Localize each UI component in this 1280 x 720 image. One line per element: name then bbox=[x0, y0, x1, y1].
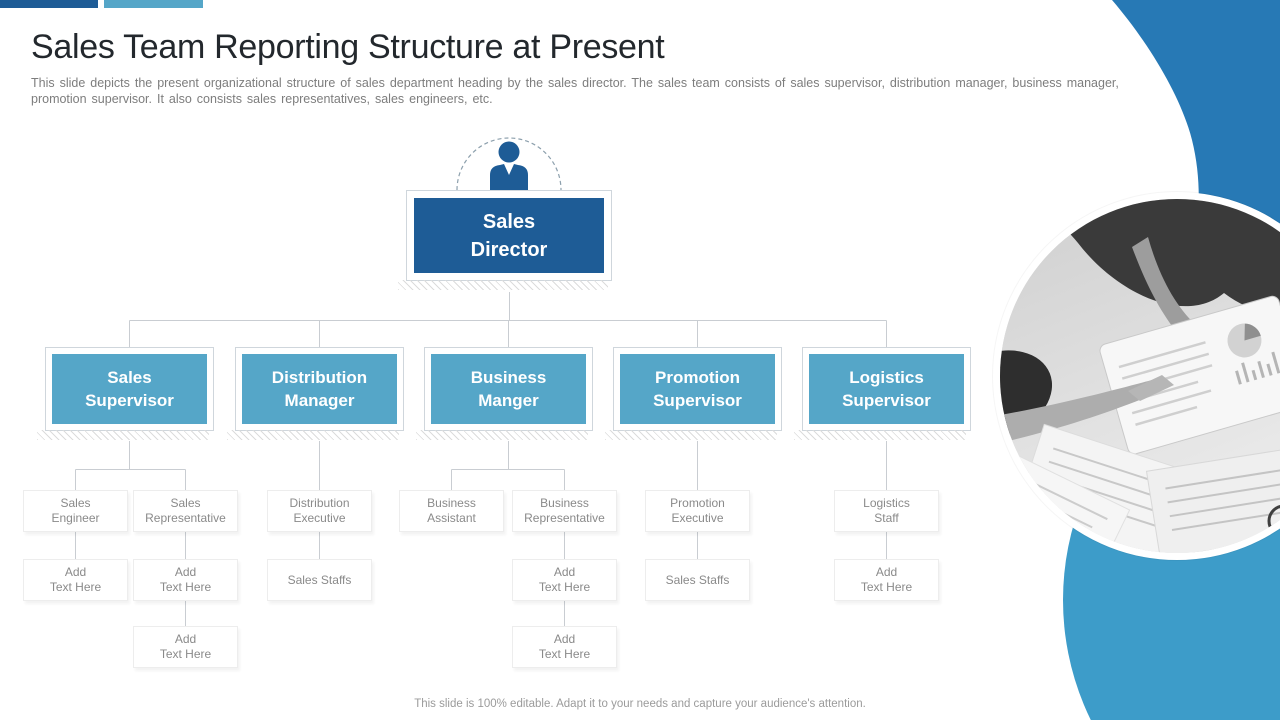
org-node-business-representative[interactable]: Business Representative bbox=[512, 490, 617, 532]
org-node-logistics-staff[interactable]: Logistics Staff bbox=[834, 490, 939, 532]
org-node-sales-engineer[interactable]: Sales Engineer bbox=[23, 490, 128, 532]
photo-finger-left bbox=[1128, 375, 1174, 401]
org-node-label: Promotion Supervisor bbox=[620, 354, 775, 424]
slide-description: This slide depicts the present organizat… bbox=[31, 76, 1119, 106]
org-node-label: Sales Supervisor bbox=[52, 354, 207, 424]
person-icon bbox=[490, 141, 528, 190]
org-node-sales-staffs[interactable]: Sales Staffs bbox=[267, 559, 372, 601]
org-node-add-text-placeholder[interactable]: Add Text Here bbox=[512, 559, 617, 601]
org-node-logistics-supervisor[interactable]: Logistics Supervisor bbox=[794, 347, 971, 440]
org-node-sales-supervisor[interactable]: Sales Supervisor bbox=[37, 347, 214, 440]
director-dashed-arc bbox=[456, 137, 562, 191]
photo-hand-pointing bbox=[1132, 237, 1208, 343]
photo-tablet bbox=[1099, 295, 1280, 455]
org-node-add-text-placeholder[interactable]: Add Text Here bbox=[133, 559, 238, 601]
org-node-promotion-executive[interactable]: Promotion Executive bbox=[645, 490, 750, 532]
org-node-add-text-placeholder[interactable]: Add Text Here bbox=[834, 559, 939, 601]
org-node-sales-director[interactable]: Sales Director bbox=[398, 190, 612, 290]
org-node-distribution-executive[interactable]: Distribution Executive bbox=[267, 490, 372, 532]
page-title: Sales Team Reporting Structure at Presen… bbox=[31, 28, 665, 66]
org-node-label: Sales Director bbox=[414, 198, 604, 273]
org-node-label: Business Manger bbox=[431, 354, 586, 424]
org-node-label: Distribution Manager bbox=[242, 354, 397, 424]
org-node-sales-representative[interactable]: Sales Representative bbox=[133, 490, 238, 532]
accent-bar-light bbox=[104, 0, 203, 8]
connector-lines bbox=[75, 292, 887, 626]
org-node-add-text-placeholder[interactable]: Add Text Here bbox=[23, 559, 128, 601]
editable-note: This slide is 100% editable. Adapt it to… bbox=[414, 698, 866, 710]
org-node-promotion-supervisor[interactable]: Promotion Supervisor bbox=[605, 347, 782, 440]
org-node-add-text-placeholder[interactable]: Add Text Here bbox=[133, 626, 238, 668]
org-node-add-text-placeholder[interactable]: Add Text Here bbox=[512, 626, 617, 668]
org-node-business-assistant[interactable]: Business Assistant bbox=[399, 490, 504, 532]
org-node-business-manager[interactable]: Business Manger bbox=[416, 347, 593, 440]
photo-hand-left bbox=[1000, 380, 1158, 443]
photo-glasses bbox=[1267, 504, 1280, 538]
org-node-label: Logistics Supervisor bbox=[809, 354, 964, 424]
org-node-sales-staffs[interactable]: Sales Staffs bbox=[645, 559, 750, 601]
org-node-distribution-manager[interactable]: Distribution Manager bbox=[227, 347, 404, 440]
accent-bar-dark bbox=[0, 0, 98, 8]
